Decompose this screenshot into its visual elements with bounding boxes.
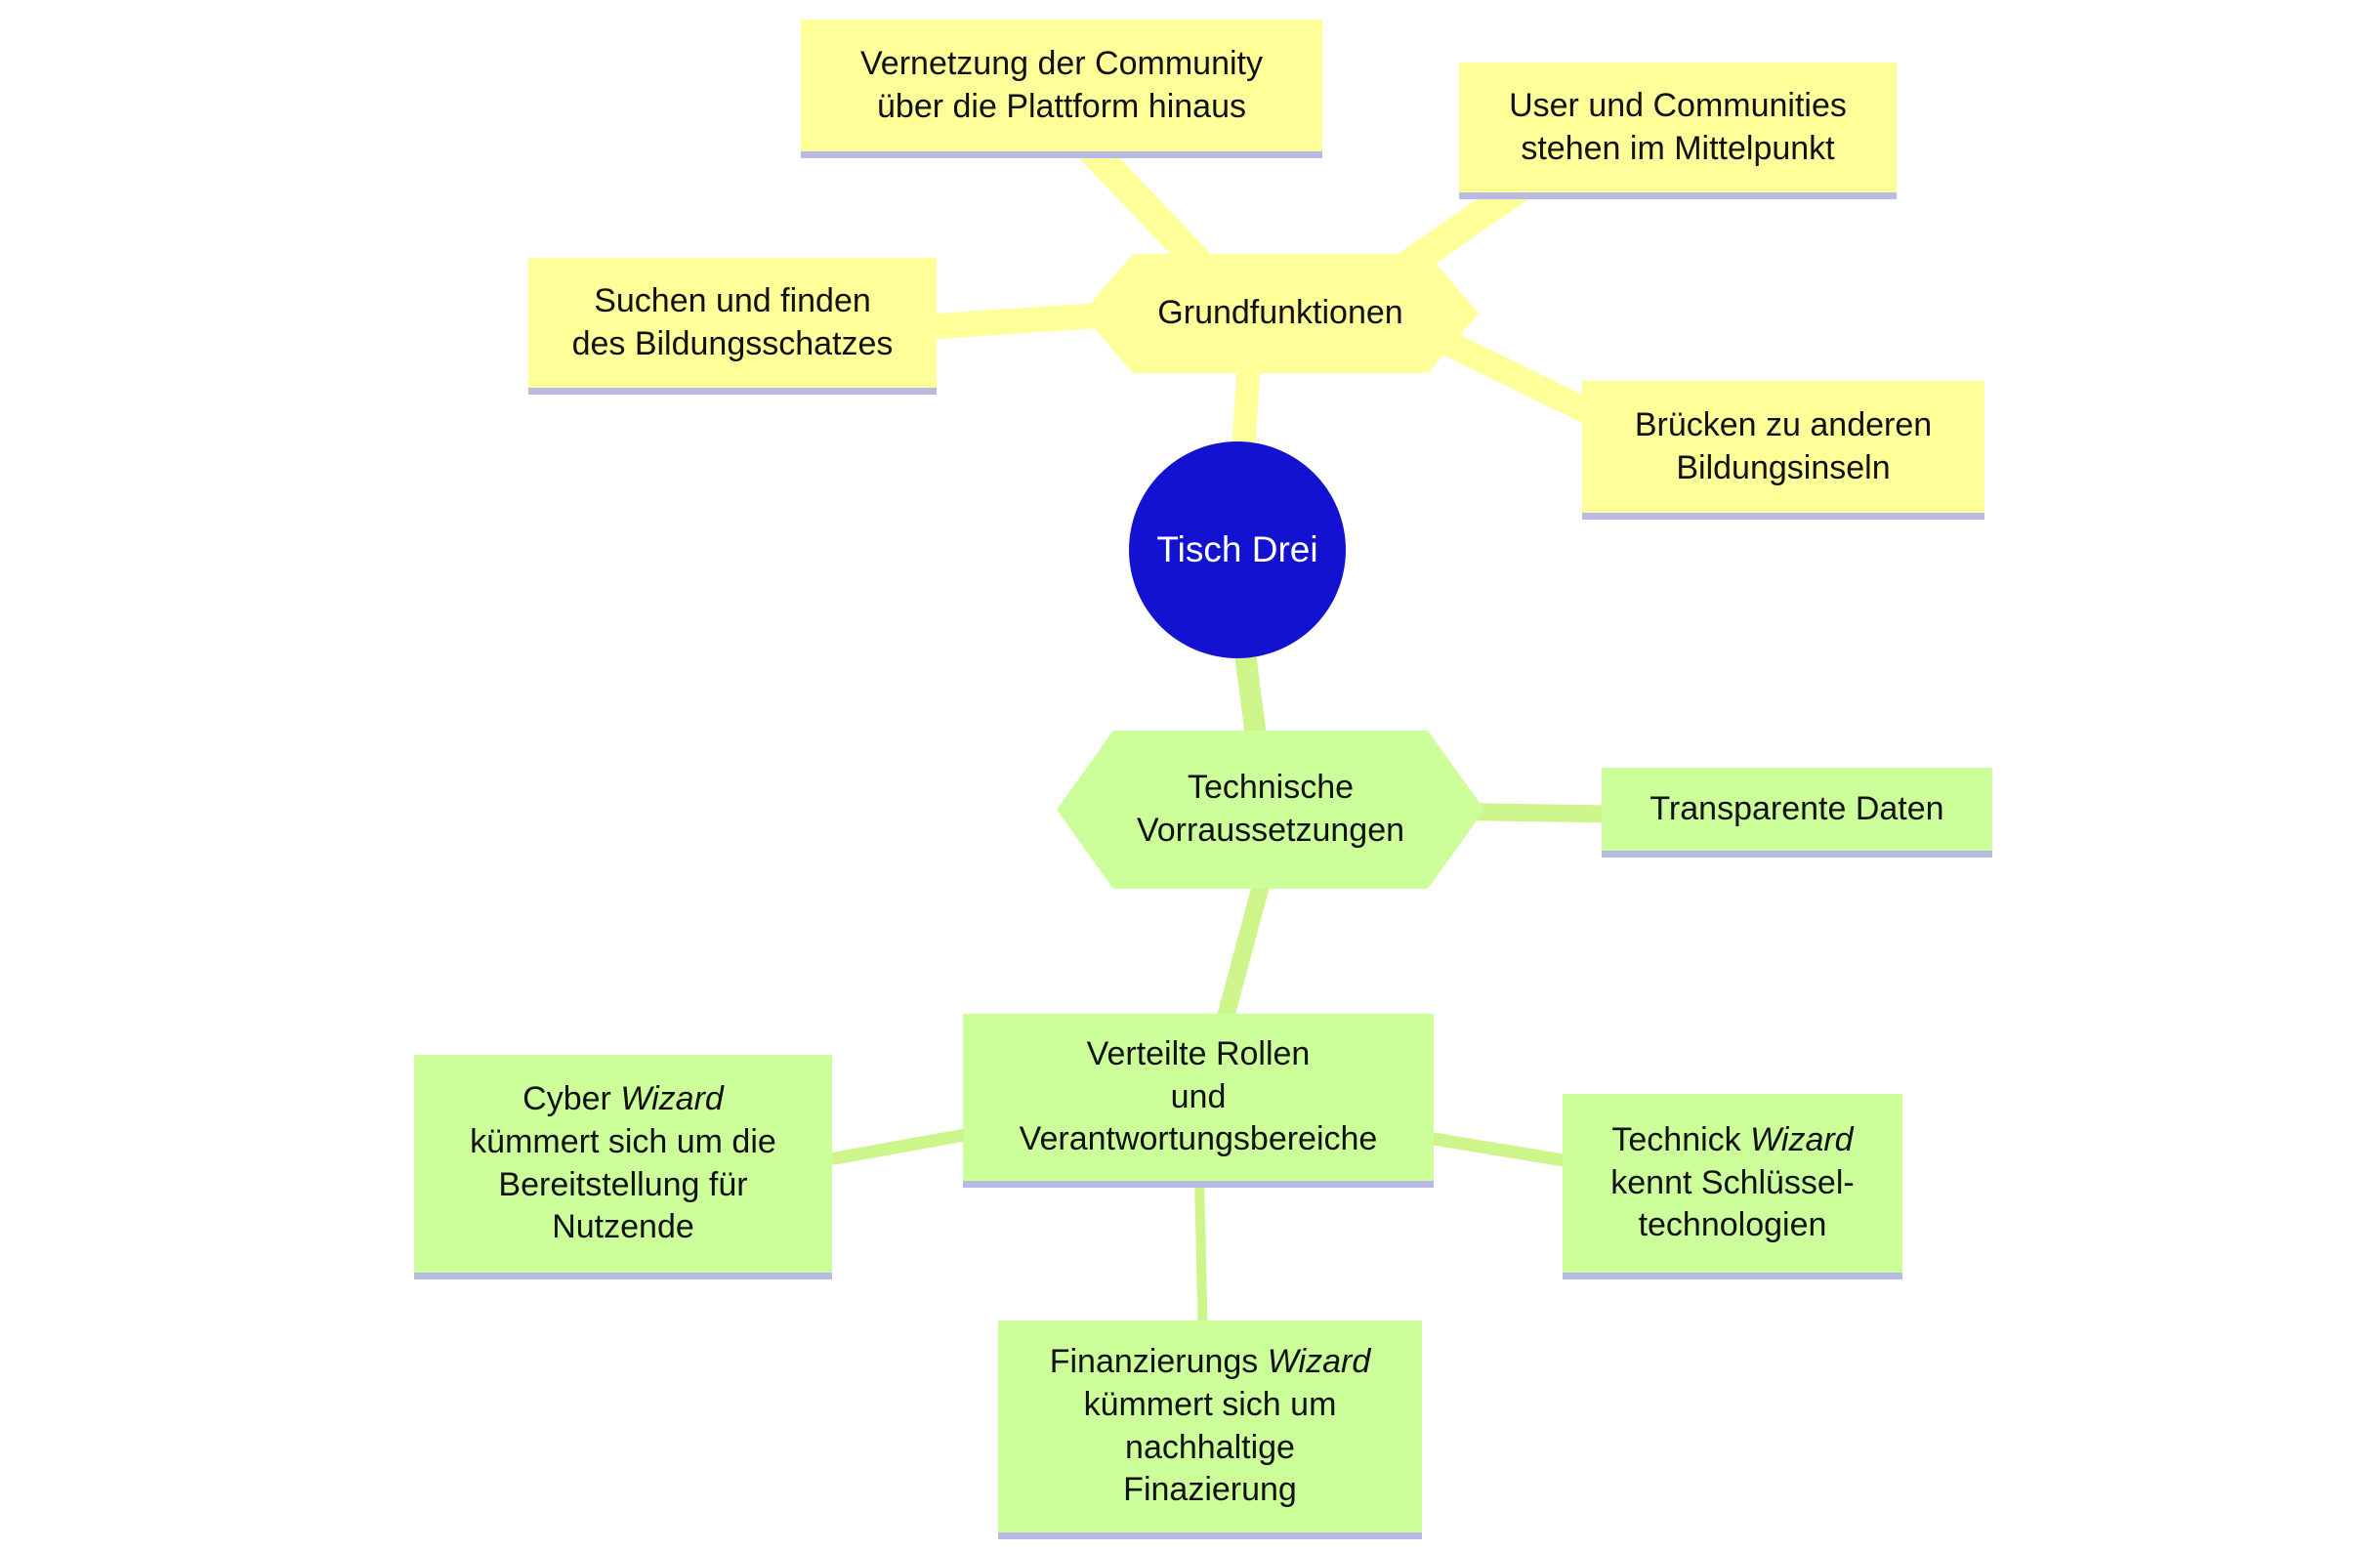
finanzierungs-wizard-post: kümmert sich um nachhaltige Finazierung: [1083, 1385, 1337, 1509]
node-vernetzung-label: Vernetzung der Community über die Plattf…: [860, 44, 1263, 125]
node-technick-wizard[interactable]: Technick Wizard kennt Schlüssel- technol…: [1563, 1094, 1902, 1279]
node-suchen-label: Suchen und finden des Bildungsschatzes: [571, 281, 894, 362]
grundfunktionen-hexagon-shape: [1082, 254, 1479, 373]
node-center-tisch-drei[interactable]: Tisch Drei: [1129, 441, 1346, 658]
cyber-wizard-pre: Cyber: [522, 1080, 621, 1118]
node-center-label: Tisch Drei: [1156, 529, 1318, 570]
node-cyber-wizard-label: Cyber Wizard kümmert sich um die Bereits…: [432, 1078, 814, 1248]
node-transparente-daten[interactable]: Transparente Daten: [1602, 768, 1992, 858]
node-cyber-wizard[interactable]: Cyber Wizard kümmert sich um die Bereits…: [414, 1055, 832, 1279]
node-finanzierungs-wizard[interactable]: Finanzierungs Wizard kümmert sich um nac…: [998, 1320, 1422, 1539]
technick-wizard-italic: Wizard: [1750, 1121, 1854, 1159]
cyber-wizard-italic: Wizard: [620, 1080, 724, 1118]
node-verteilte-label: Verteilte Rollen und Verantwortungsberei…: [1019, 1035, 1378, 1158]
technick-wizard-post: kennt Schlüssel- technologien: [1610, 1163, 1855, 1244]
node-finanzierungs-wizard-label: Finanzierungs Wizard kümmert sich um nac…: [1016, 1341, 1404, 1511]
technische-hexagon-shape: [1057, 731, 1484, 889]
node-user-communities-label: User und Communities stehen im Mittelpun…: [1509, 86, 1847, 167]
connector-verteilte-technick: [1409, 1129, 1594, 1171]
connector-verteilte-finanzierungs: [1194, 1172, 1208, 1348]
node-bruecken[interactable]: Brücken zu anderen Bildungsinseln: [1582, 381, 1984, 520]
node-bruecken-label: Brücken zu anderen Bildungsinseln: [1634, 405, 1933, 486]
connector-grund-suchen: [910, 302, 1126, 340]
finanzierungs-wizard-italic: Wizard: [1267, 1343, 1371, 1381]
node-verteilte-rollen[interactable]: Verteilte Rollen und Verantwortungsberei…: [963, 1014, 1434, 1188]
node-grundfunktionen-label: Grundfunktionen: [1157, 294, 1403, 332]
node-suchen[interactable]: Suchen und finden des Bildungsschatzes: [528, 258, 937, 395]
node-technische-vorraussetzungen[interactable]: Technische Vorraussetzungen: [1057, 731, 1484, 889]
cyber-wizard-post: kümmert sich um die Bereitstellung für N…: [470, 1122, 776, 1246]
technick-wizard-pre: Technick: [1611, 1121, 1751, 1159]
node-user-communities[interactable]: User und Communities stehen im Mittelpun…: [1459, 63, 1897, 199]
node-transparente-label: Transparente Daten: [1649, 789, 1944, 827]
node-technische-label: Technische Vorraussetzungen: [1136, 769, 1405, 849]
connector-verteilte-cyber: [828, 1124, 993, 1165]
node-technick-wizard-label: Technick Wizard kennt Schlüssel- technol…: [1580, 1119, 1885, 1247]
finanzierungs-wizard-pre: Finanzierungs: [1049, 1343, 1268, 1381]
node-grundfunktionen[interactable]: Grundfunktionen: [1082, 254, 1479, 373]
node-vernetzung[interactable]: Vernetzung der Community über die Plattf…: [801, 20, 1322, 158]
